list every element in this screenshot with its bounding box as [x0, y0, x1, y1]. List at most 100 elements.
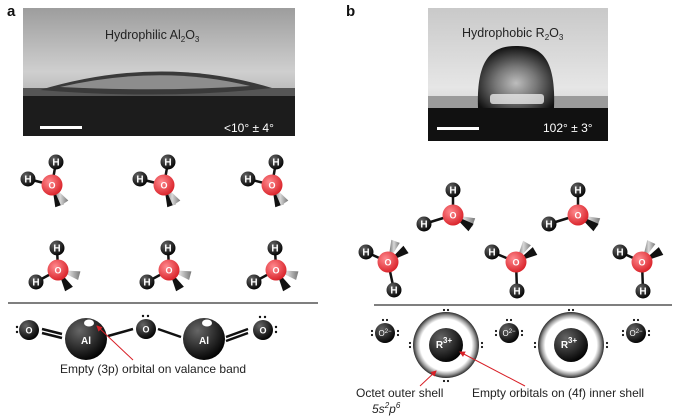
- svg-text:H: H: [250, 278, 257, 289]
- svg-text:O2−: O2−: [502, 329, 516, 338]
- svg-text:H: H: [24, 175, 31, 186]
- svg-text:H: H: [545, 220, 552, 231]
- water-molecule: HHO: [246, 240, 299, 292]
- hydrogen-atom: H: [541, 216, 557, 232]
- svg-text:Al: Al: [199, 336, 209, 347]
- water-molecule: H H O: [416, 182, 476, 232]
- hydrogen-atom: H: [484, 244, 500, 260]
- oxygen-atom: O: [265, 259, 287, 281]
- water-molecule: H H O: [612, 240, 664, 299]
- oxygen-atom: O: [567, 204, 589, 226]
- svg-text:H: H: [272, 158, 279, 169]
- hydrogen-atom: H: [160, 240, 176, 256]
- panel-b-letter: b: [346, 3, 356, 20]
- svg-text:O: O: [272, 266, 279, 276]
- hydrogen-atom: H: [445, 182, 461, 198]
- svg-text:O: O: [384, 258, 391, 268]
- hydrogen-atom: H: [160, 154, 176, 170]
- hydrogen-atom: H: [132, 171, 148, 187]
- hydrogen-atom: H: [48, 154, 64, 170]
- hydrogen-atom: H: [246, 274, 262, 290]
- oxygen-atom: O: [47, 259, 69, 281]
- svg-text:R3+: R3+: [561, 336, 578, 351]
- svg-text:O: O: [449, 211, 456, 221]
- hydrogen-atom: H: [509, 283, 525, 299]
- hydrogen-atom: H: [386, 282, 402, 298]
- outer-shell-config: 5s2p6: [372, 401, 401, 416]
- svg-text:H: H: [639, 287, 646, 298]
- panel-a-surface: O Al O Al O Empty (3p) orbital on valanc…: [15, 314, 278, 376]
- svg-text:H: H: [616, 248, 623, 259]
- oxygen-atom: O: [158, 259, 180, 281]
- hydrogen-atom: H: [612, 244, 628, 260]
- svg-text:O: O: [160, 181, 167, 191]
- water-molecule: H H O: [240, 154, 289, 208]
- svg-text:O: O: [268, 181, 275, 191]
- hydrogen-atom: H: [635, 283, 651, 299]
- svg-text:O2−: O2−: [378, 329, 392, 338]
- water-molecule: H H O: [484, 240, 538, 299]
- svg-text:H: H: [513, 287, 520, 298]
- panel-b-photo: Hydrophobic R2O3 102° ± 3°: [428, 8, 608, 141]
- hydrogen-atom: H: [416, 216, 432, 232]
- water-molecule: H H O: [358, 239, 409, 298]
- svg-text:O: O: [54, 266, 61, 276]
- svg-text:O2−: O2−: [629, 329, 643, 338]
- svg-text:O: O: [142, 325, 149, 335]
- svg-text:H: H: [574, 186, 581, 197]
- svg-text:O: O: [638, 258, 645, 268]
- outer-shell-arrow: [419, 370, 437, 387]
- oxygen-atom: O: [377, 251, 399, 273]
- hydrogen-atom: H: [570, 182, 586, 198]
- svg-text:O: O: [48, 181, 55, 191]
- svg-text:H: H: [143, 278, 150, 289]
- surface-oxygen-1: O: [15, 320, 39, 340]
- panel-a-contact-angle: <10° ± 4°: [224, 121, 274, 135]
- hydrogen-atom: H: [20, 171, 36, 187]
- svg-text:H: H: [488, 248, 495, 259]
- panel-b-photo-title: Hydrophobic R2O3: [462, 26, 564, 42]
- svg-text:O: O: [574, 211, 581, 221]
- panel-a-annotation: Empty (3p) orbital on valance band: [60, 362, 246, 376]
- water-molecule: H H O: [20, 154, 69, 208]
- oxygen-atom: O: [41, 174, 63, 196]
- svg-text:O: O: [259, 326, 266, 336]
- svg-text:H: H: [53, 244, 60, 255]
- svg-text:H: H: [52, 158, 59, 169]
- surface-rare-earth-ion-1: R3+: [408, 308, 484, 383]
- surface-oxide-ion-3: O2−: [621, 318, 651, 343]
- hydrogen-atom: H: [268, 154, 284, 170]
- water-molecule: H HO: [139, 240, 192, 292]
- inner-shell-label: Empty orbitals on (4f) inner shell: [472, 386, 644, 400]
- panel-a-letter: a: [7, 3, 16, 20]
- svg-text:H: H: [362, 248, 369, 259]
- svg-text:H: H: [32, 278, 39, 289]
- svg-text:O: O: [25, 326, 32, 336]
- surface-oxygen-3: O: [253, 315, 278, 340]
- hydrogen-atom: H: [358, 244, 374, 260]
- water-molecule: H H O: [541, 182, 601, 232]
- surface-rare-earth-ion-2: R3+: [533, 308, 609, 378]
- svg-text:R3+: R3+: [436, 336, 453, 351]
- inner-shell-arrow: [459, 351, 526, 387]
- surface-oxide-ion-1: O2−: [370, 318, 400, 343]
- svg-text:H: H: [244, 175, 251, 186]
- surface-oxide-ion-2: O2−: [494, 318, 524, 343]
- svg-text:H: H: [420, 220, 427, 231]
- surface-aluminium-1: Al: [65, 318, 107, 360]
- svg-text:O: O: [512, 258, 519, 268]
- svg-text:H: H: [164, 158, 171, 169]
- panel-b-surface: O2− R3+ O2− R3+: [356, 308, 651, 416]
- oxygen-atom: O: [442, 204, 464, 226]
- round-droplet: [477, 46, 555, 108]
- svg-text:H: H: [136, 175, 143, 186]
- scale-bar: [40, 126, 82, 129]
- oxygen-atom: O: [505, 251, 527, 273]
- water-molecule: H H O: [28, 240, 81, 292]
- outer-shell-label: Octet outer shell: [356, 386, 443, 400]
- svg-text:H: H: [449, 186, 456, 197]
- hydrogen-atom: H: [240, 171, 256, 187]
- hydrogen-atom: H: [139, 274, 155, 290]
